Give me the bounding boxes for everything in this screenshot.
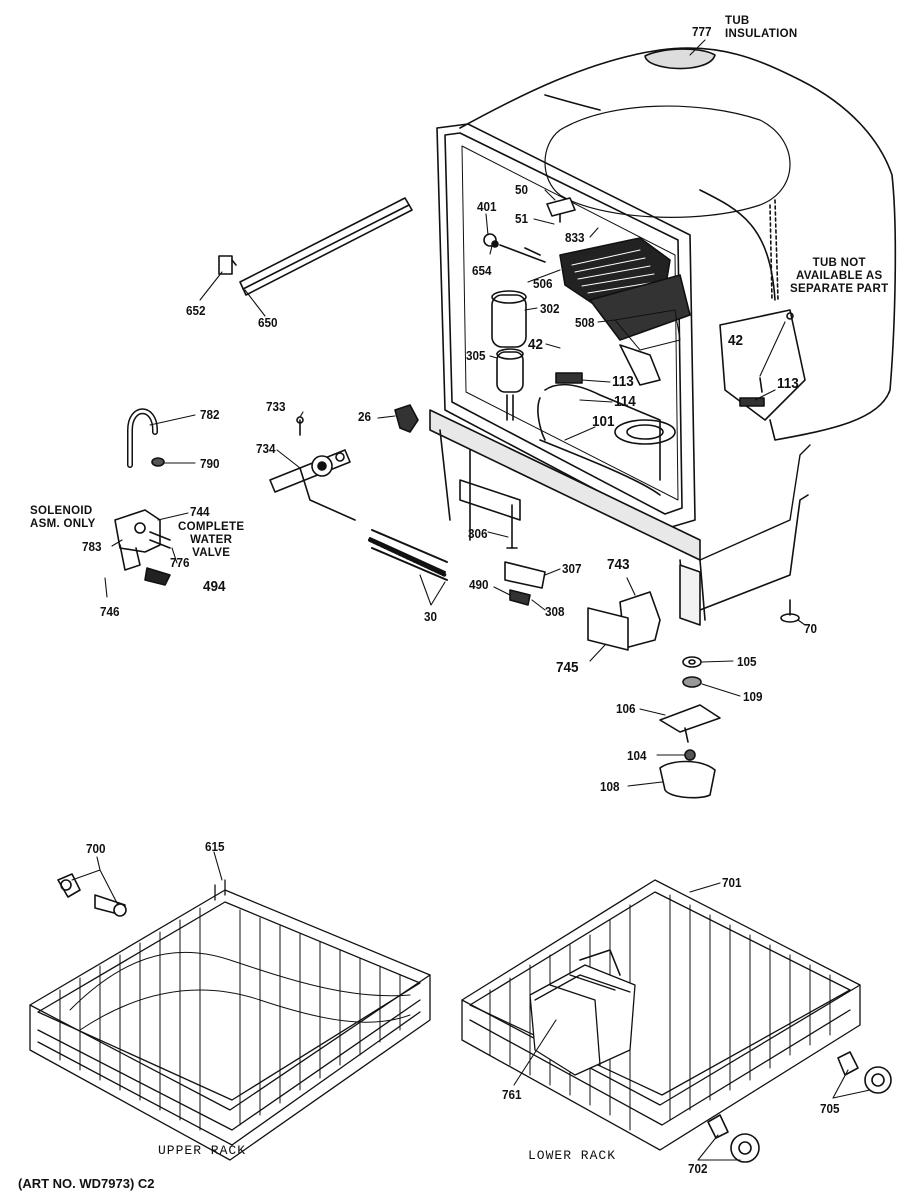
leader-lines (71, 39, 871, 1161)
clip-652 (218, 255, 233, 275)
label-700: 700 (86, 841, 106, 856)
label-776: 776 (170, 555, 190, 570)
label-790: 790 (200, 456, 220, 471)
note-solenoid-asm: SOLENOID ASM. ONLY (30, 505, 96, 530)
label-734: 734 (256, 441, 276, 456)
label-733: 733 (266, 399, 286, 414)
label-508: 508 (575, 315, 595, 330)
note-complete-water-valve: COMPLETE WATER VALVE (178, 521, 245, 559)
label-401: 401 (477, 199, 497, 214)
label-42-left: 42 (528, 336, 544, 353)
label-746: 746 (100, 604, 120, 619)
label-833: 833 (565, 230, 585, 245)
label-30: 30 (424, 609, 438, 624)
label-26: 26 (358, 409, 372, 424)
label-490: 490 (469, 577, 489, 592)
label-113-left: 113 (612, 373, 634, 390)
label-106: 106 (616, 701, 636, 716)
note-tub-not-available: TUB NOT AVAILABLE AS SEPARATE PART (790, 257, 889, 295)
label-783: 783 (82, 539, 102, 554)
label-101: 101 (592, 413, 615, 430)
label-702: 702 (688, 1161, 708, 1176)
label-114: 114 (614, 393, 636, 410)
hose-782 (127, 408, 158, 468)
label-705: 705 (820, 1101, 840, 1116)
lower-rack-drawing (461, 879, 861, 1151)
label-307: 307 (562, 561, 582, 576)
tub-front-frame (436, 123, 696, 529)
label-108: 108 (600, 779, 620, 794)
label-104: 104 (627, 748, 647, 763)
label-782: 782 (200, 407, 220, 422)
label-650: 650 (258, 315, 278, 330)
label-494: 494 (203, 578, 226, 595)
rail-650 (239, 197, 413, 296)
label-745: 745 (556, 659, 579, 676)
label-652: 652 (186, 303, 206, 318)
caption-upper-rack: UPPER RACK (158, 1143, 247, 1158)
label-51: 51 (515, 211, 529, 226)
label-302: 302 (540, 301, 560, 316)
tub-assembly (429, 47, 897, 626)
silverware-basket (529, 964, 636, 1076)
label-42-right: 42 (728, 332, 744, 349)
label-777: 777 (692, 24, 712, 39)
label-654: 654 (472, 263, 492, 278)
note-tub-insulation: TUB INSULATION (725, 15, 798, 40)
label-744: 744 (190, 504, 210, 519)
water-valve (114, 509, 161, 553)
caption-lower-rack: LOWER RACK (528, 1148, 617, 1163)
label-308: 308 (545, 604, 565, 619)
label-761: 761 (502, 1087, 522, 1102)
art-number: (ART NO. WD7973) C2 (18, 1176, 155, 1191)
label-50: 50 (515, 182, 529, 197)
label-109: 109 (743, 689, 763, 704)
label-70: 70 (804, 621, 818, 636)
label-743: 743 (607, 556, 630, 573)
label-105: 105 (737, 654, 757, 669)
label-306: 306 (468, 526, 488, 541)
upper-rack-drawing (29, 879, 431, 1161)
label-615: 615 (205, 839, 225, 854)
tub-insulation-outline (459, 47, 897, 441)
label-113-right: 113 (777, 375, 799, 392)
label-506: 506 (533, 276, 553, 291)
label-305: 305 (466, 348, 486, 363)
label-701: 701 (722, 875, 742, 890)
